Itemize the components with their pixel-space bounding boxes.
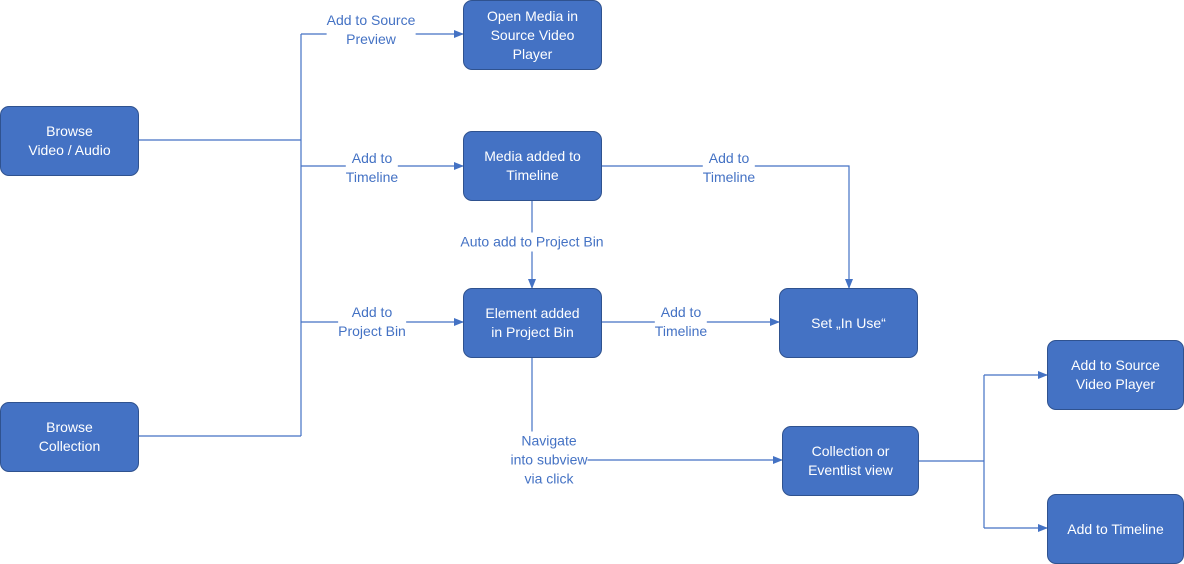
edge-label-line: Auto add to Project Bin <box>460 233 604 250</box>
node-add-to-timeline-final: Add to Timeline <box>1047 494 1184 564</box>
node-label-line: Video Player <box>1075 376 1156 392</box>
edge-label-line: via click <box>524 470 574 487</box>
node-label-line: Eventlist view <box>808 462 893 478</box>
node-label-line: in Project Bin <box>491 324 574 340</box>
node-label-line: Browse <box>46 419 93 435</box>
node-media-added-to-timeline: Media added to Timeline <box>463 131 602 201</box>
edge-label-add-to-source-preview: Add to Source Preview <box>326 11 416 49</box>
edge-label-auto-add-project-bin: Auto add to Project Bin <box>460 232 604 252</box>
edge-label-add-to-timeline-3: Add to Timeline <box>654 303 708 341</box>
edge-label-add-to-timeline-2: Add to Timeline <box>702 149 756 187</box>
node-label-line: Collection <box>38 438 101 454</box>
node-label-line: Add to Timeline <box>1067 520 1164 537</box>
edge-label-line: Timeline <box>702 169 756 185</box>
node-label-line: Element added <box>485 305 580 321</box>
node-label-line: Player <box>512 45 553 62</box>
node-add-to-source-video-player: Add to Source Video Player <box>1047 340 1184 410</box>
node-label-line: Media added to <box>484 148 581 164</box>
node-open-media-source-player: Open Media in Source Video Player <box>463 0 602 70</box>
node-label-line: Add to Source <box>1071 357 1160 373</box>
edge-label-line: Project Bin <box>338 323 406 339</box>
node-set-in-use: Set „In Use“ <box>779 288 918 358</box>
node-collection-eventlist-view: Collection or Eventlist view <box>782 426 919 496</box>
node-label-line: Source Video <box>490 26 575 43</box>
connector-media-to-inuse <box>601 165 853 289</box>
edge-label-line: Add to Source <box>326 12 416 28</box>
node-label-line: Browse <box>46 123 93 139</box>
edge-label-line: Add to <box>351 150 393 166</box>
node-label-line: Video / Audio <box>28 142 111 158</box>
node-element-added-project-bin: Element added in Project Bin <box>463 288 602 358</box>
edge-label-line: Add to <box>351 304 393 320</box>
edge-label-add-to-project-bin: Add to Project Bin <box>338 303 406 341</box>
edge-label-add-to-timeline-1: Add to Timeline <box>345 149 399 187</box>
node-browse-video-audio: Browse Video / Audio <box>0 106 139 176</box>
node-label-line: Timeline <box>506 167 559 183</box>
edge-label-line: Preview <box>346 31 396 47</box>
edge-label-line: Timeline <box>654 323 708 339</box>
edge-label-navigate-subview: Navigate into subview via click <box>510 431 588 489</box>
node-label-line: Set „In Use“ <box>811 314 886 331</box>
node-label-line: Open Media in <box>486 7 579 24</box>
edge-label-line: into subview <box>510 451 588 468</box>
node-label-line: Collection or <box>811 443 890 459</box>
edge-label-line: Add to <box>660 304 702 320</box>
node-browse-collection: Browse Collection <box>0 402 139 472</box>
edge-label-line: Navigate <box>521 432 577 449</box>
edge-label-line: Timeline <box>345 169 399 185</box>
edge-label-line: Add to <box>708 150 750 166</box>
